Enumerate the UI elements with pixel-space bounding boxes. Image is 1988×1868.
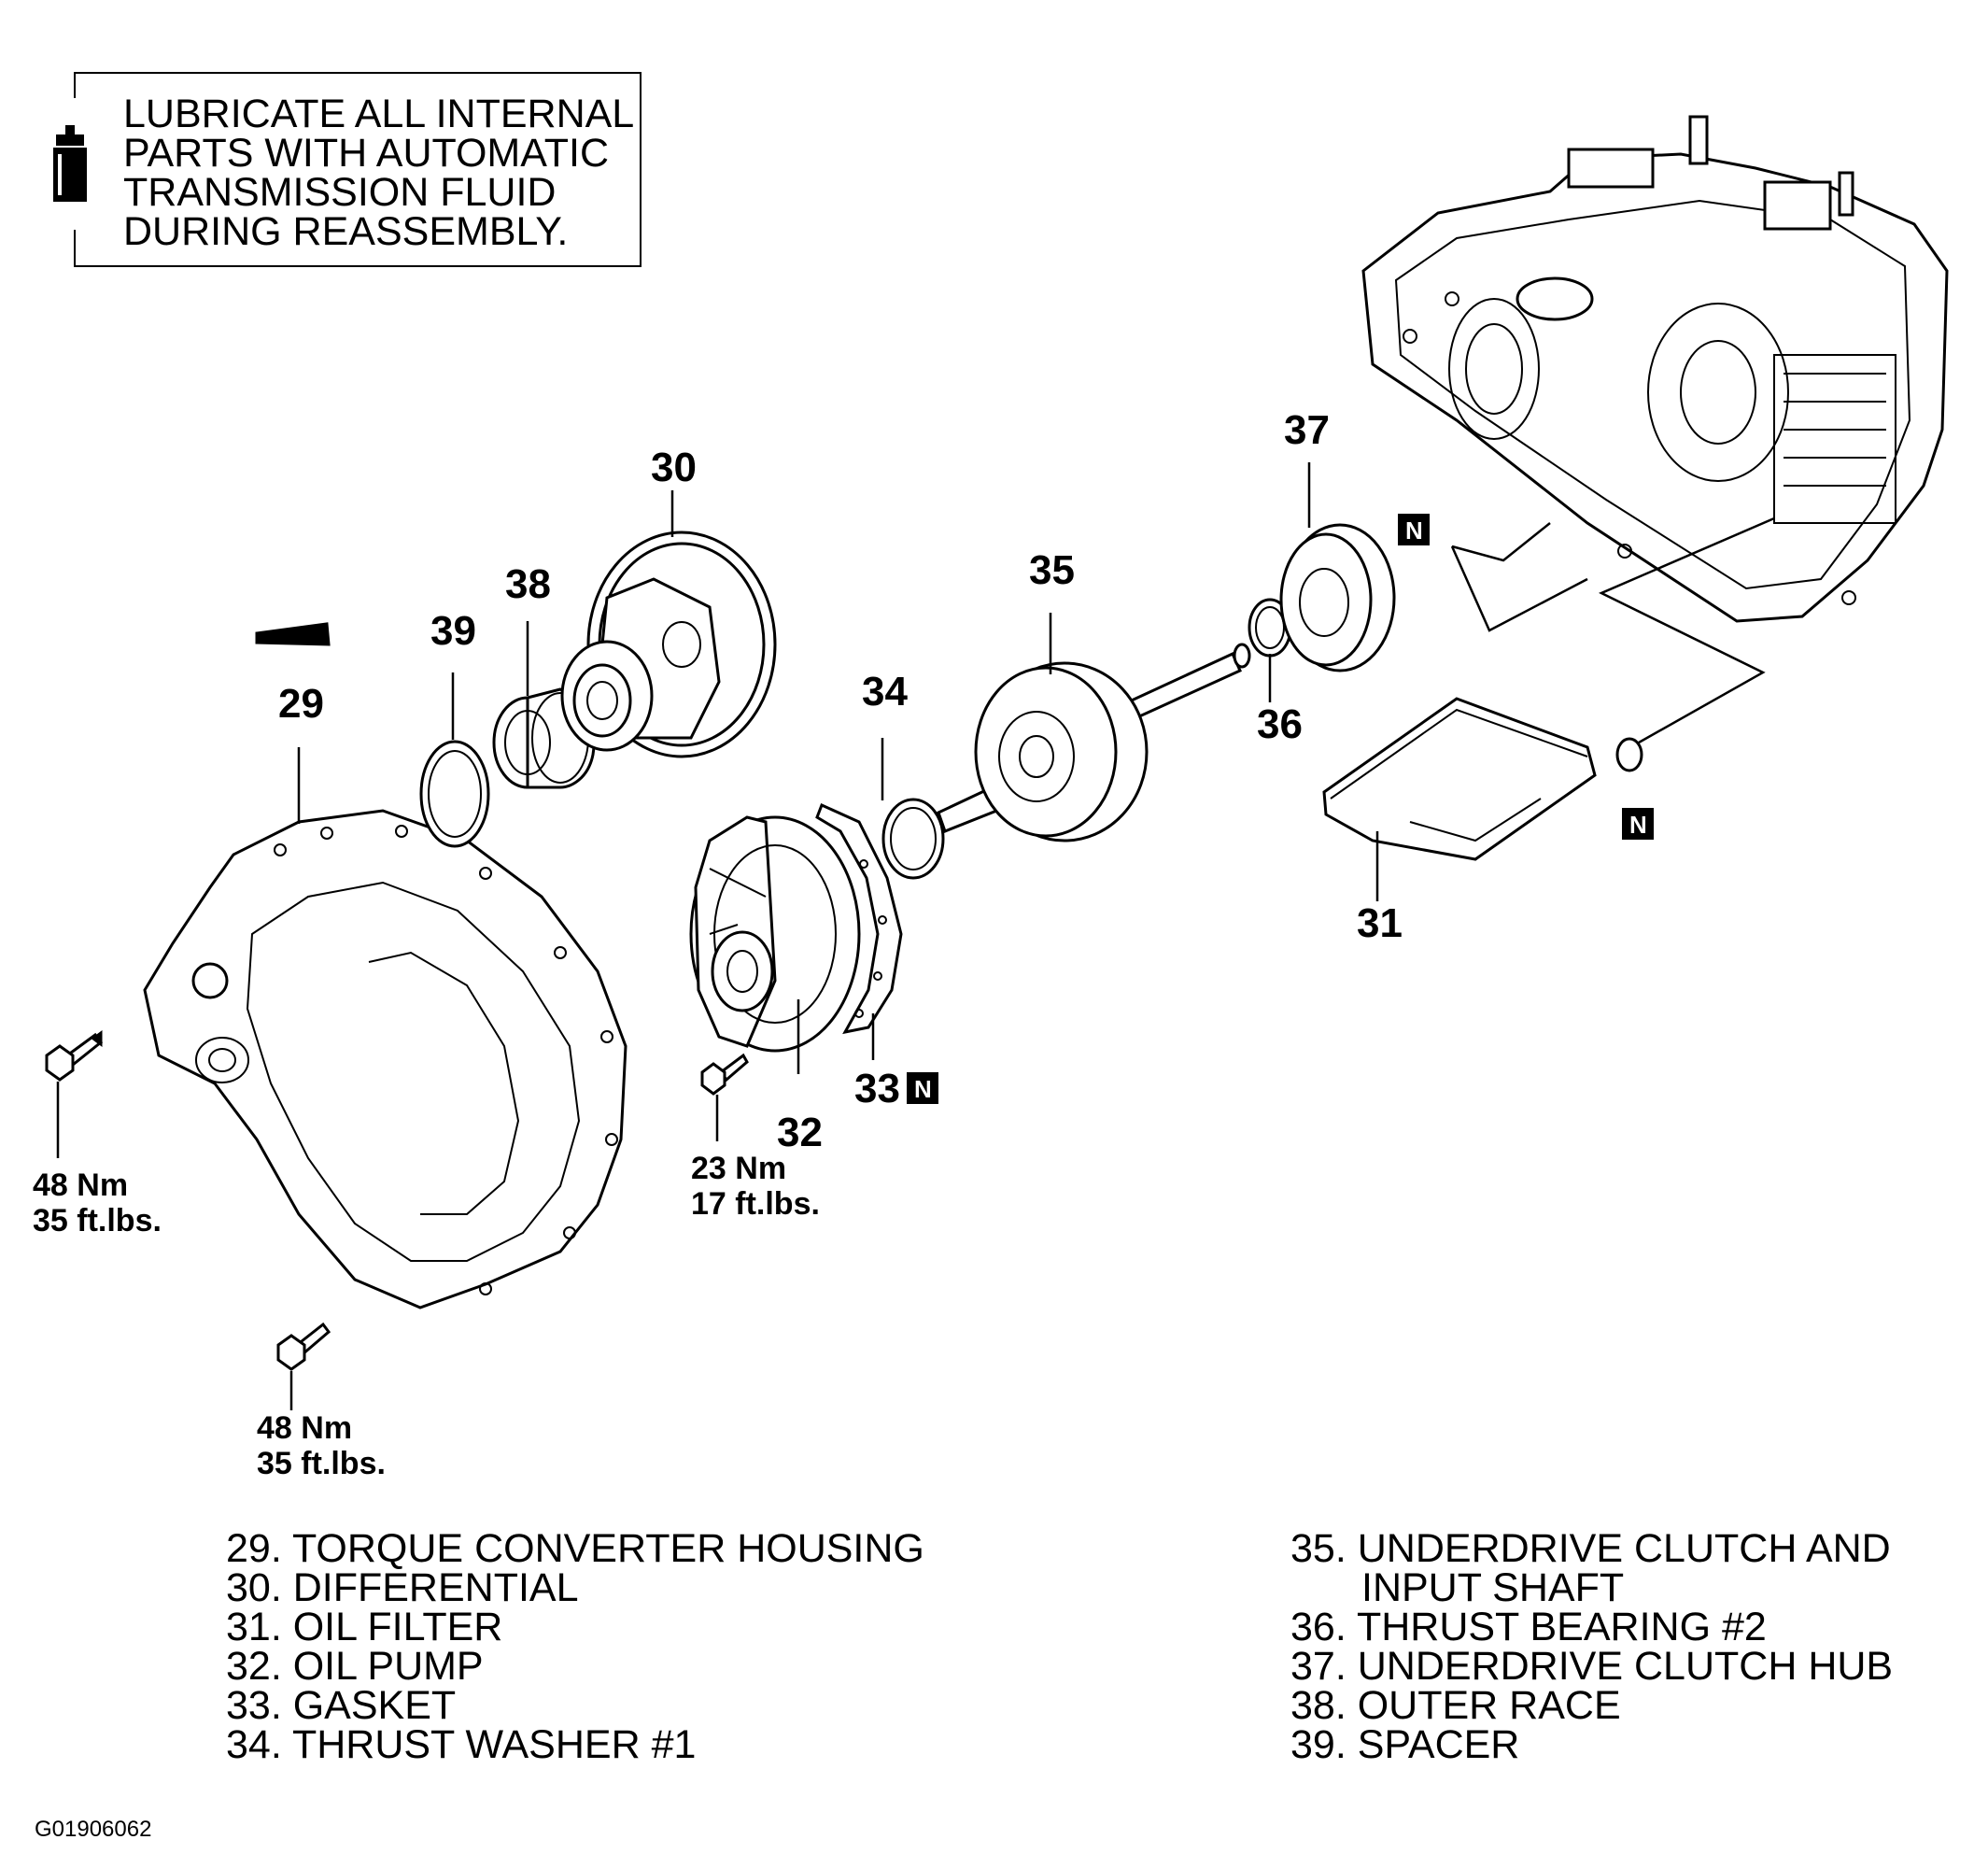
notice-line-2: PARTS WITH AUTOMATIC — [123, 131, 609, 176]
callout-35: 35 — [1029, 547, 1075, 593]
legend-item: 37. UNDERDRIVE CLUTCH HUB — [1290, 1644, 1893, 1689]
legend-item: 36. THRUST BEARING #2 — [1290, 1605, 1767, 1649]
torque-ftlbs: 17 ft.lbs. — [691, 1186, 820, 1222]
callout-30: 30 — [651, 445, 697, 490]
torque-spec-left: 48 Nm 35 ft.lbs. — [33, 1168, 162, 1238]
callout-36: 36 — [1257, 701, 1303, 747]
new-part-marker-case: N — [1398, 514, 1430, 545]
legend-item: 33. GASKET — [226, 1683, 456, 1728]
figure-id: G01906062 — [35, 1817, 151, 1842]
callout-32: 32 — [777, 1110, 823, 1155]
differential-drawing — [560, 531, 777, 758]
new-part-letter: N — [1405, 517, 1423, 545]
legend-item: 31. OIL FILTER — [226, 1605, 502, 1649]
bolt-left-drawing — [45, 1030, 104, 1082]
legend-item: 38. OUTER RACE — [1290, 1683, 1621, 1728]
gasket-drawing — [815, 802, 903, 1035]
callout-29: 29 — [278, 681, 324, 727]
legend-item: INPUT SHAFT — [1361, 1565, 1624, 1610]
callout-38: 38 — [505, 561, 551, 607]
callout-37: 37 — [1284, 407, 1330, 453]
new-part-marker-o-ring: N — [1622, 808, 1654, 840]
legend-item: 34. THRUST WASHER #1 — [226, 1722, 696, 1767]
legend-item: 30. DIFFERENTIAL — [226, 1565, 579, 1610]
bolt-middle-drawing — [700, 1053, 749, 1096]
torque-ftlbs: 35 ft.lbs. — [33, 1203, 162, 1238]
new-part-marker-gasket: N — [907, 1072, 938, 1104]
torque-nm: 23 Nm — [691, 1151, 786, 1186]
oil-filter-drawing — [1322, 697, 1597, 861]
callout-31: 31 — [1357, 900, 1403, 946]
underdrive-clutch-input-shaft-drawing — [937, 643, 1251, 842]
torque-spec-middle: 23 Nm 17 ft.lbs. — [691, 1151, 820, 1222]
underdrive-clutch-hub-drawing — [1279, 523, 1396, 672]
legend-item: 39. SPACER — [1290, 1722, 1519, 1767]
torque-spec-bottom: 48 Nm 35 ft.lbs. — [257, 1410, 386, 1481]
callout-39: 39 — [430, 608, 476, 654]
legend-item: 32. OIL PUMP — [226, 1644, 484, 1689]
torque-nm: 48 Nm — [257, 1410, 352, 1446]
o-ring-drawing — [1615, 737, 1643, 772]
lubrication-notice: LUBRICATE ALL INTERNAL PARTS WITH AUTOMA… — [53, 72, 642, 267]
thrust-washer-drawing — [881, 798, 945, 880]
dowel-pin-drawing — [255, 622, 331, 646]
callout-33: 33 — [854, 1066, 900, 1111]
new-part-letter: N — [1629, 811, 1647, 839]
torque-ftlbs: 35 ft.lbs. — [257, 1446, 386, 1481]
parts-legend-left: 29. TORQUE CONVERTER HOUSING 30. DIFFERE… — [226, 1526, 924, 1767]
new-part-letter: N — [914, 1075, 932, 1103]
torque-converter-housing-drawing — [143, 809, 627, 1309]
callout-numbers: 29 30 31 32 33 34 35 36 37 38 39 — [278, 407, 1403, 1155]
notice-line-4: DURING REASSEMBLY. — [123, 209, 568, 254]
legend-item: 29. TORQUE CONVERTER HOUSING — [226, 1526, 924, 1571]
leader-lines — [56, 462, 1775, 1410]
parts-legend-right: 35. UNDERDRIVE CLUTCH AND INPUT SHAFT 36… — [1290, 1526, 1893, 1767]
bolt-bottom-drawing — [276, 1322, 331, 1371]
notice-line-1: LUBRICATE ALL INTERNAL — [123, 92, 634, 136]
torque-nm: 48 Nm — [33, 1168, 128, 1203]
transmission-case-drawing — [1361, 115, 1949, 623]
legend-item: 35. UNDERDRIVE CLUTCH AND — [1290, 1526, 1891, 1571]
callout-34: 34 — [862, 669, 908, 715]
notice-line-3: TRANSMISSION FLUID — [123, 170, 557, 215]
oil-bottle-icon — [53, 125, 87, 202]
oil-pump-drawing — [689, 815, 861, 1053]
spacer-drawing — [419, 740, 490, 848]
